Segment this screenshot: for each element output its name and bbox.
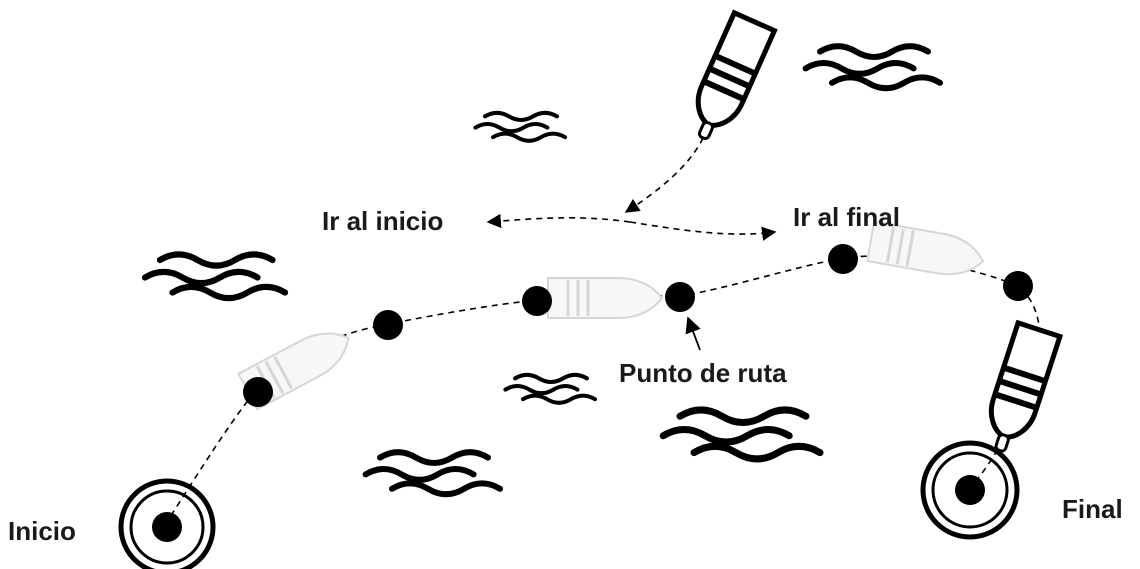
wave-icon [663, 410, 820, 459]
wave-icon [475, 113, 565, 141]
end-target-icon [920, 440, 1020, 540]
waypoint-marker [522, 286, 552, 316]
label-end: Final [1062, 494, 1123, 524]
boat-icon [988, 319, 1064, 453]
ghost-boat-icon [866, 220, 985, 276]
label-waypoint: Punto de ruta [619, 358, 787, 388]
wave-icon [505, 375, 595, 403]
wave-icon [145, 254, 285, 298]
wave-icon [806, 46, 940, 88]
boat-icon [695, 9, 778, 141]
label-start: Inicio [8, 516, 76, 546]
waypoint-pointer-arrow [685, 316, 701, 351]
label-go-to-end: Ir al final [793, 202, 900, 232]
waypoint-marker [828, 244, 858, 274]
go-to-end-arrow [629, 221, 777, 241]
ghost-boat-icon [547, 277, 664, 319]
start-target-icon [118, 478, 216, 569]
label-go-to-start: Ir al inicio [322, 206, 443, 236]
wave-icon [366, 452, 500, 494]
waypoint-marker [1003, 271, 1033, 301]
waypoint-marker [373, 310, 403, 340]
waypoint-marker [665, 282, 695, 312]
approach-path [624, 137, 704, 213]
waypoint-marker [243, 377, 273, 407]
go-to-start-arrow [486, 213, 631, 229]
